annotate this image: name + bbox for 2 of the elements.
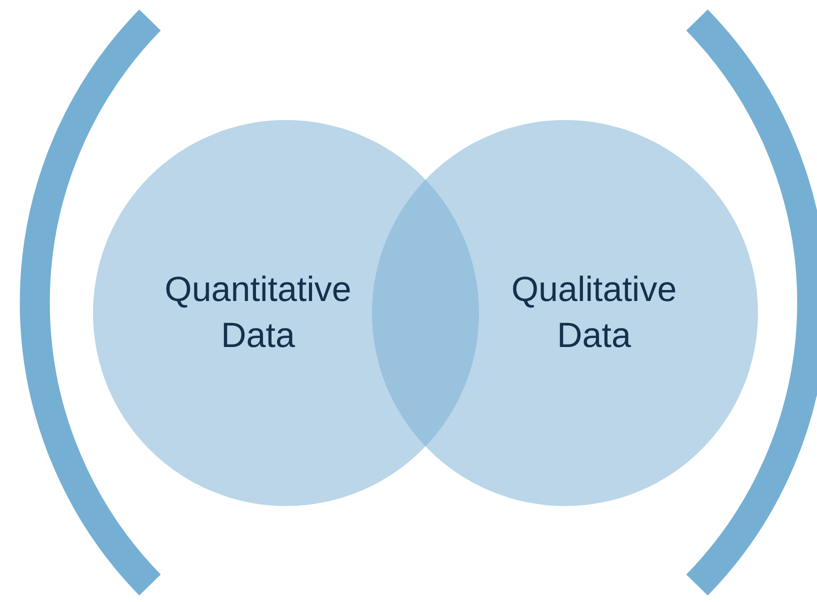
circle-label: Quantitative Data	[164, 269, 352, 357]
circle-label: Qualitative Data	[510, 269, 678, 357]
